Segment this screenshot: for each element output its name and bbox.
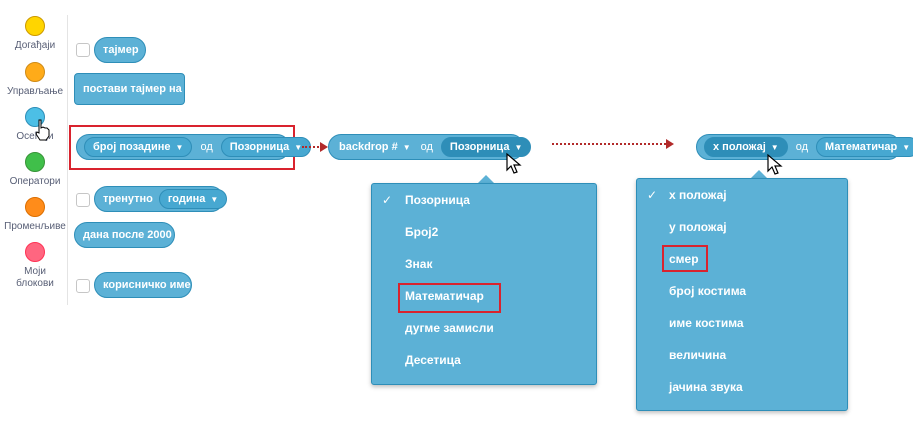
middle-prop-label: backdrop # — [339, 141, 398, 153]
backdrop-of-block[interactable]: број позадине ▼ од Позорница ▼ — [76, 134, 312, 160]
menu-item-volume[interactable]: јачина звука — [669, 380, 743, 394]
arrow-dotted — [552, 143, 670, 145]
events-dot-icon — [25, 16, 45, 36]
menu-item-mathematician[interactable]: Математичар — [405, 289, 484, 303]
sidebar-divider — [67, 15, 68, 305]
chevron-down-icon: ▼ — [294, 142, 303, 152]
timer-checkbox[interactable] — [76, 43, 90, 57]
middle-target-label: Позорница — [449, 141, 510, 153]
current-checkbox[interactable] — [76, 193, 90, 207]
menu-item-size[interactable]: величина — [669, 348, 727, 362]
right-of-label: од — [795, 141, 809, 153]
category-events[interactable]: Догађаји — [3, 16, 67, 52]
category-my-blocks[interactable]: Моји блокови — [3, 242, 67, 290]
menu-item-sign[interactable]: Знак — [405, 257, 433, 271]
current-unit-dropdown[interactable]: година ▼ — [158, 189, 228, 209]
days-since-block[interactable]: дана после 2000 — [74, 222, 175, 248]
property-dropdown-menu: ✓ x положај y положај смер број костима … — [636, 178, 848, 411]
x-position-block[interactable]: x положај ▼ од Математичар ▼ — [696, 134, 913, 160]
menu-item-stage[interactable]: Позорница — [405, 193, 470, 207]
category-my-blocks-label: Моји блокови — [16, 266, 54, 289]
category-sensing-label: Осећаји — [16, 131, 54, 142]
arrow-head-icon — [666, 139, 674, 149]
menu-pointer — [478, 175, 494, 183]
hand-cursor-icon — [35, 119, 50, 141]
menu-item-ten[interactable]: Десетица — [405, 353, 461, 367]
menu-item-costume-name[interactable]: име костима — [669, 316, 744, 330]
reset-timer-block[interactable]: постави тајмер на 0 — [74, 73, 191, 105]
menu-item-y-position[interactable]: y положај — [669, 220, 727, 234]
timer-block-label: тајмер — [103, 44, 139, 56]
backdrop-num-block[interactable]: backdrop # ▼ од Позорница ▼ — [328, 134, 532, 160]
checkmark-icon: ✓ — [382, 193, 393, 207]
my-blocks-dot-icon — [25, 242, 45, 262]
pointer-cursor-icon — [506, 152, 522, 174]
middle-of-label: од — [420, 141, 433, 153]
chevron-down-icon: ▼ — [210, 194, 219, 204]
menu-item-x-position[interactable]: x положај — [669, 188, 727, 202]
highlight-box-direction — [662, 245, 708, 272]
chevron-down-icon: ▼ — [770, 142, 779, 152]
timer-block[interactable]: тајмер — [94, 37, 146, 63]
menu-item-costume-number[interactable]: број костима — [669, 284, 747, 298]
category-variables-label: Променљиве — [4, 221, 66, 232]
category-operators[interactable]: Оператори — [3, 152, 67, 188]
right-target-label: Математичар — [825, 141, 898, 153]
category-control-label: Управљање — [6, 86, 64, 97]
operators-dot-icon — [25, 152, 45, 172]
pointer-cursor-icon — [767, 153, 783, 175]
menu-item-direction[interactable]: смер — [669, 252, 699, 266]
of-label: од — [200, 141, 213, 153]
current-year-block[interactable]: тренутно година ▼ — [94, 186, 228, 212]
highlight-box-mathematician — [398, 283, 501, 313]
days-since-label: дана после 2000 — [83, 229, 172, 241]
category-operators-label: Оператори — [9, 176, 61, 187]
middle-target-dropdown[interactable]: Позорница ▼ — [440, 137, 532, 157]
right-target-dropdown[interactable]: Математичар ▼ — [816, 137, 913, 157]
current-label: тренутно — [103, 193, 153, 205]
backdrop-property-label: број позадине — [93, 141, 171, 153]
chevron-down-icon: ▼ — [402, 142, 411, 152]
current-unit-label: година — [167, 193, 206, 205]
backdrop-property-dropdown[interactable]: број позадине ▼ — [84, 137, 193, 157]
menu-item-think-button[interactable]: дугме замисли — [405, 321, 494, 335]
category-events-label: Догађаји — [14, 40, 56, 51]
backdrop-target-label: Позорница — [229, 141, 290, 153]
category-control[interactable]: Управљање — [3, 62, 67, 98]
username-block[interactable]: корисничко име — [94, 272, 192, 298]
chevron-down-icon: ▼ — [514, 142, 523, 152]
checkmark-icon: ✓ — [647, 188, 658, 202]
backdrop-target-dropdown[interactable]: Позорница ▼ — [220, 137, 312, 157]
chevron-down-icon: ▼ — [175, 142, 184, 152]
category-variables[interactable]: Променљиве — [3, 197, 67, 233]
reset-timer-label: постави тајмер на 0 — [83, 83, 191, 95]
arrow-dotted — [302, 146, 322, 148]
control-dot-icon — [25, 62, 45, 82]
menu-pointer — [751, 170, 767, 178]
variables-dot-icon — [25, 197, 45, 217]
chevron-down-icon: ▼ — [902, 142, 911, 152]
username-label: корисничко име — [103, 279, 191, 291]
menu-item-number2[interactable]: Број2 — [405, 225, 439, 239]
right-prop-label: x положај — [713, 141, 766, 153]
right-prop-dropdown[interactable]: x положај ▼ — [704, 137, 788, 157]
arrow-head-icon — [320, 142, 328, 152]
username-checkbox[interactable] — [76, 279, 90, 293]
